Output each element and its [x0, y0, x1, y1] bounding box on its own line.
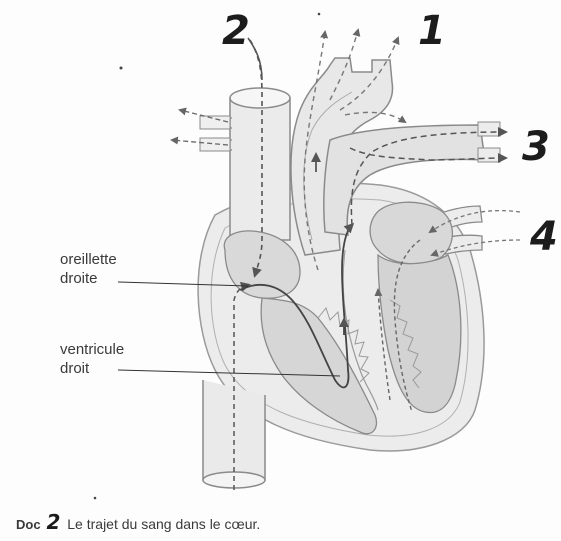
caption-text: Le trajet du sang dans le cœur. — [67, 516, 260, 532]
number-2: 2 — [222, 8, 250, 54]
label-oreillette: oreillette droite — [60, 250, 117, 288]
label-ventricule-line1: ventricule — [60, 340, 124, 359]
number-3: 3 — [522, 124, 550, 170]
flow-path-2-solid — [248, 38, 262, 80]
figure-caption: Doc 2 Le trajet du sang dans le cœur. — [16, 510, 260, 534]
caption-number: 2 — [46, 510, 60, 534]
label-ventricule-line2: droit — [60, 359, 124, 378]
number-4: 4 — [530, 214, 558, 260]
pulmonary-artery-branch-bottom — [478, 148, 500, 162]
label-ventricule: ventricule droit — [60, 340, 124, 378]
caption-doc: Doc — [16, 517, 41, 532]
superior-vena-cava-opening — [230, 88, 290, 108]
superior-vena-cava — [230, 98, 290, 240]
label-oreillette-line2: droite — [60, 269, 117, 288]
pulmonary-artery-branch-top — [478, 122, 500, 136]
number-1: 1 — [418, 8, 446, 54]
label-oreillette-line1: oreillette — [60, 250, 117, 269]
left-atrium — [370, 202, 452, 264]
